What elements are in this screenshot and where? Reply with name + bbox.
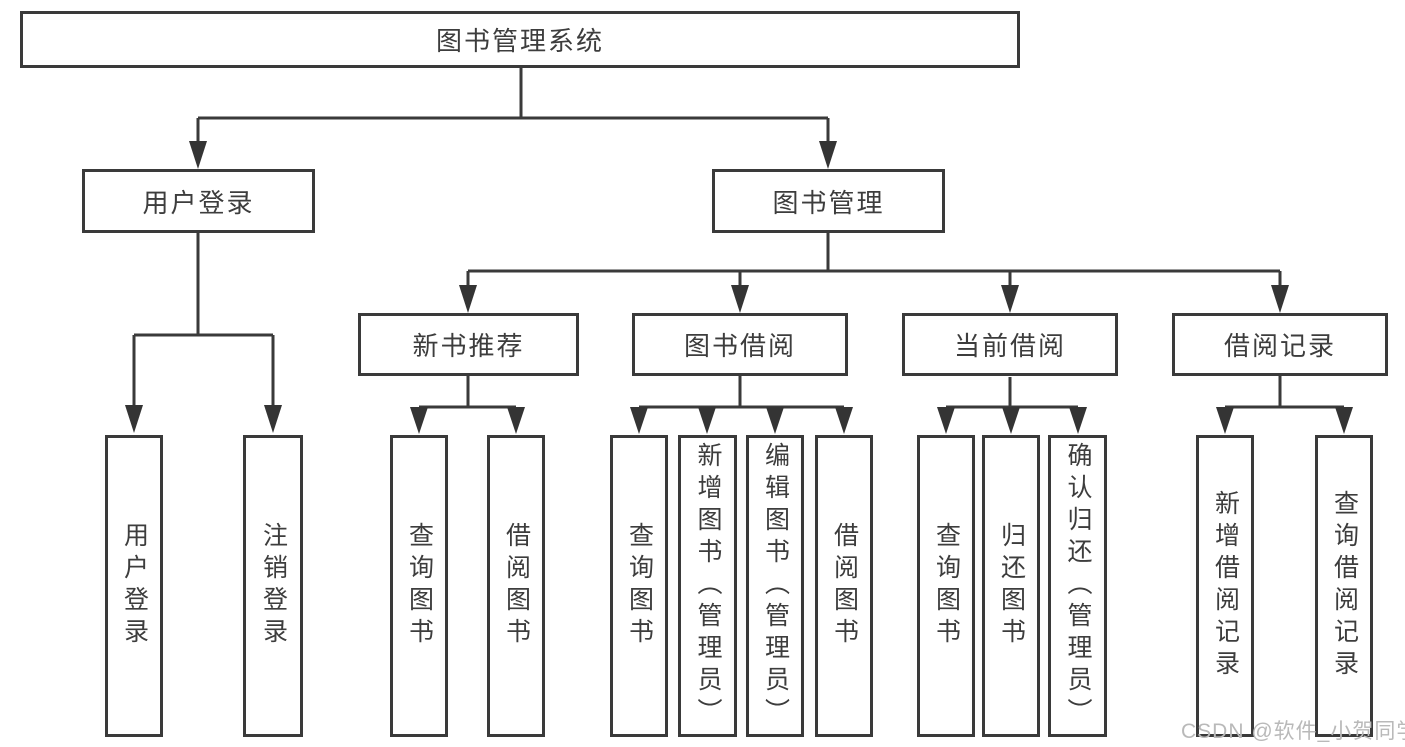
node-new-book-recommend: 新书推荐 (358, 313, 579, 376)
leaf-confirm-return-admin: 确认归还（管理员） (1048, 435, 1107, 737)
leaf-logout: 注销登录 (243, 435, 303, 737)
arrowheads (125, 141, 1353, 434)
leaf-label: 确认归还（管理员） (1064, 442, 1092, 730)
node-user-login: 用户登录 (82, 169, 315, 233)
node-label: 用户登录 (142, 187, 255, 218)
leaf-add-borrow-record: 新增借阅记录 (1196, 435, 1254, 737)
leaf-edit-books-admin: 编辑图书（管理员） (746, 435, 804, 737)
leaf-query-books-current: 查询图书 (917, 435, 975, 737)
leaf-label: 归还图书 (997, 522, 1026, 650)
node-label: 当前借阅 (953, 331, 1066, 361)
leaf-return-books: 归还图书 (982, 435, 1040, 737)
csdn-watermark: CSDN @软件_小贺同学 (1181, 720, 1405, 743)
node-root-library-system: 图书管理系统 (20, 11, 1020, 68)
leaf-label: 查询图书 (932, 522, 961, 650)
leaf-label: 查询借阅记录 (1330, 490, 1359, 682)
leaf-label: 注销登录 (259, 522, 288, 650)
leaf-query-books-borrowing: 查询图书 (610, 435, 668, 737)
node-borrow-records: 借阅记录 (1172, 313, 1388, 376)
node-book-borrowing: 图书借阅 (632, 313, 848, 376)
leaf-borrow-books-borrowing: 借阅图书 (815, 435, 873, 737)
node-current-borrowing: 当前借阅 (902, 313, 1118, 376)
leaf-label: 借阅图书 (830, 522, 859, 650)
node-label: 图书借阅 (683, 331, 796, 361)
leaf-label: 查询图书 (625, 522, 654, 650)
leaf-query-books-newbook: 查询图书 (390, 435, 448, 737)
leaf-add-books-admin: 新增图书（管理员） (678, 435, 737, 737)
leaf-borrow-books-newbook: 借阅图书 (487, 435, 545, 737)
leaf-label: 用户登录 (120, 522, 149, 650)
leaf-user-login: 用户登录 (105, 435, 163, 737)
leaf-label: 查询图书 (405, 522, 434, 650)
node-label: 图书管理 (772, 187, 885, 218)
node-label: 图书管理系统 (435, 26, 604, 56)
node-label: 新书推荐 (412, 331, 525, 361)
node-book-management: 图书管理 (712, 169, 945, 233)
leaf-query-borrow-record: 查询借阅记录 (1315, 435, 1373, 737)
leaf-label: 借阅图书 (502, 522, 531, 650)
leaf-label: 编辑图书（管理员） (761, 442, 790, 730)
leaf-label: 新增图书（管理员） (694, 442, 722, 730)
node-label: 借阅记录 (1223, 331, 1336, 361)
leaf-label: 新增借阅记录 (1211, 490, 1240, 682)
